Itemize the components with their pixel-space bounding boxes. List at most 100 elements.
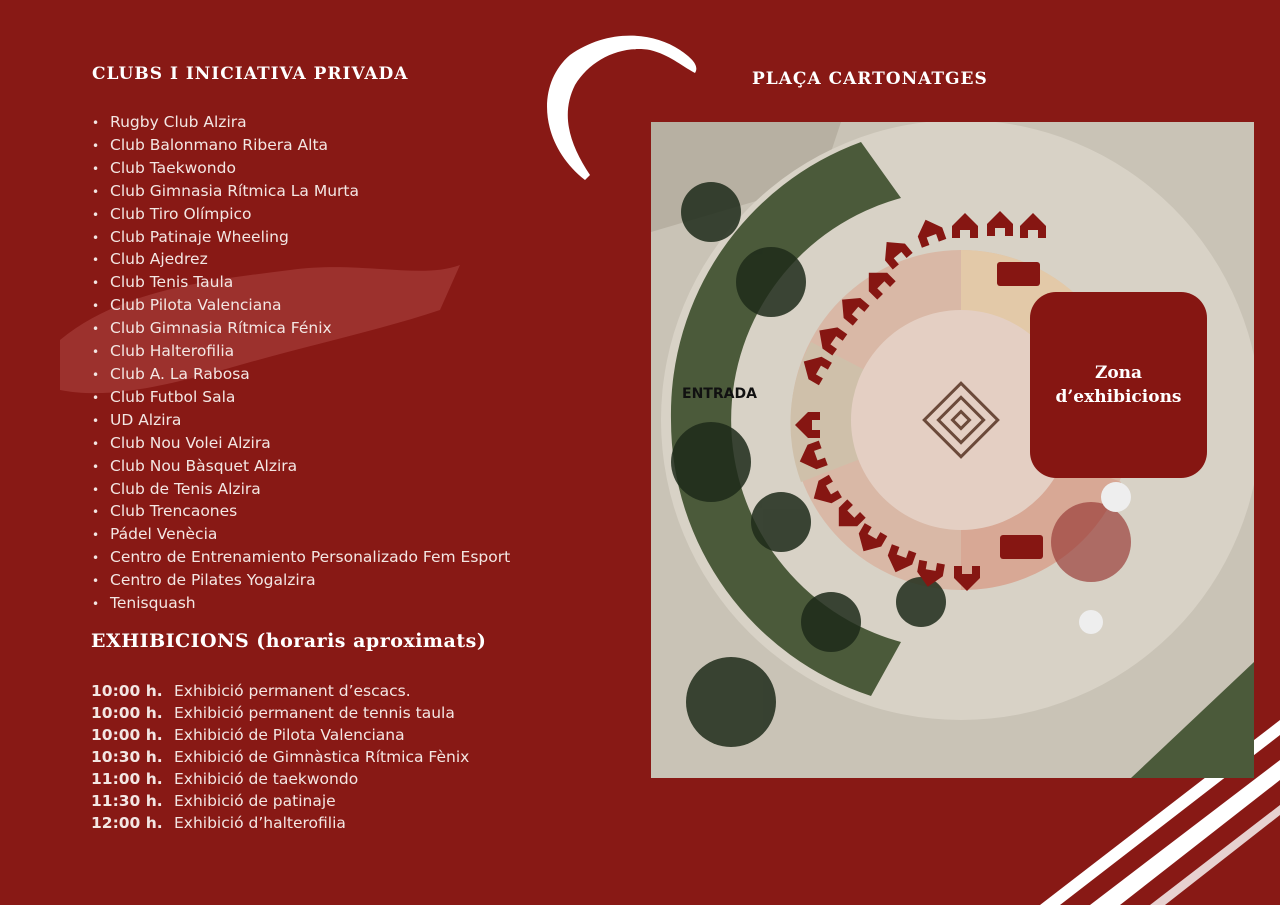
bullet-icon: • [92, 322, 100, 337]
bullet-icon: • [92, 505, 100, 520]
bullet-icon: • [92, 276, 100, 291]
map-title: PLAÇA CARTONATGES [752, 69, 988, 89]
club-name: Club Balonmano Ribera Alta [110, 135, 329, 154]
schedule-time: 10:30 h. [91, 748, 163, 766]
club-item: • Rugby Club Alzira [92, 112, 510, 135]
clubs-list: • Rugby Club Alzira • Club Balonmano Ribera… [92, 112, 510, 616]
club-name: Club Halterofilia [110, 342, 235, 361]
schedule-activity: Exhibició de taekwondo [174, 770, 359, 788]
club-name: Centro de Entrenamiento Personalizado Fe… [110, 548, 511, 567]
schedule-row: 10:00 h. Exhibició permanent d’escacs. [91, 680, 469, 702]
schedule-activity: Exhibició de Pilota Valenciana [174, 726, 405, 744]
club-item: • Centro de Pilates Yogalzira [92, 570, 510, 593]
schedule-activity: Exhibició de patinaje [174, 792, 336, 810]
schedule-row: 11:30 h. Exhibició de patinaje [91, 790, 469, 812]
club-name: Club Nou Volei Alzira [110, 433, 271, 452]
club-item: • Club Halterofilia [92, 341, 510, 364]
club-item: • Club Patinaje Wheeling [92, 227, 510, 250]
bullet-icon: • [92, 345, 100, 360]
schedule-time: 11:30 h. [91, 792, 163, 810]
club-item: • Club Gimnasia Rítmica La Murta [92, 181, 510, 204]
club-item: • Pádel Venècia [92, 524, 510, 547]
schedule-activity: Exhibició d’halterofilia [174, 814, 346, 832]
club-name: Club de Tenis Alzira [110, 479, 261, 498]
bullet-icon: • [92, 551, 100, 566]
brush-smear-decoration [60, 265, 460, 394]
bullet-icon: • [92, 597, 100, 612]
club-name: Club Gimnasia Rítmica Fénix [110, 319, 332, 338]
clubs-heading: CLUBS I INICIATIVA PRIVADA [92, 64, 409, 84]
stand-marker [997, 262, 1040, 286]
club-item: • Club Gimnasia Rítmica Fénix [92, 318, 510, 341]
club-item: •Club de Tenis Alzira [92, 479, 510, 502]
schedule-activity: Exhibició de Gimnàstica Rítmica Fènix [174, 748, 470, 766]
schedule-activity: Exhibició permanent de tennis taula [174, 704, 455, 722]
schedule-activity: Exhibició permanent d’escacs. [174, 682, 411, 700]
bullet-icon: • [92, 184, 100, 199]
club-item: • Club Pilota Valenciana [92, 295, 510, 318]
schedule-time: 10:00 h. [91, 704, 163, 722]
club-name: Club Ajedrez [110, 250, 208, 269]
club-name: Club Pilota Valenciana [110, 296, 282, 315]
club-item: • Club Nou Bàsquet Alzira [92, 456, 510, 479]
club-item: • Club Futbol Sala [92, 387, 510, 410]
club-name: Tenisquash [110, 594, 196, 613]
club-item: • Club Trencaones [92, 501, 510, 524]
club-item: • Club A. La Rabosa [92, 364, 510, 387]
club-name: Rugby Club Alzira [110, 113, 247, 131]
club-item: • Club Tenis Taula [92, 272, 510, 295]
club-name: UD Alzira [110, 410, 182, 429]
club-item: • Club Tiro Olímpico [92, 204, 510, 227]
club-item: • Tenisquash [92, 593, 510, 616]
club-name: Club A. La Rabosa [110, 364, 250, 383]
schedule-row: 11:00 h. Exhibició de taekwondo [91, 768, 469, 790]
club-name: Club Tiro Olímpico [110, 204, 252, 223]
bullet-icon: • [92, 436, 100, 451]
exhibitions-schedule: 10:00 h.Exhibició permanent d’escacs.10:… [91, 680, 469, 834]
schedule-row: 10:30 h. Exhibició de Gimnàstica Rítmica … [91, 746, 469, 768]
bullet-icon: • [92, 299, 100, 314]
schedule-time: 10:00 h. [91, 682, 163, 700]
bullet-icon: • [92, 528, 100, 543]
bullet-icon: • [92, 116, 100, 130]
club-name: Club Patinaje Wheeling [110, 227, 289, 246]
club-name: Pádel Venècia [110, 525, 218, 544]
club-name: Club Futbol Sala [110, 387, 236, 406]
stand-marker [1000, 535, 1043, 559]
club-name: Club Nou Bàsquet Alzira [110, 456, 298, 475]
schedule-time: 10:00 h. [91, 726, 163, 744]
club-name: Club Trencaones [110, 502, 238, 521]
bullet-icon: • [92, 413, 100, 428]
bullet-icon: • [92, 207, 100, 222]
zone-label-line1: Zona [1094, 363, 1143, 383]
schedule-row: 10:00 h. Exhibició permanent de tennis ta… [91, 702, 469, 724]
bullet-icon: • [92, 459, 100, 474]
bullet-icon: • [92, 161, 100, 176]
bullet-icon: • [92, 230, 100, 245]
club-name: Club Gimnasia Rítmica La Murta [110, 181, 359, 200]
bullet-icon: • [92, 574, 100, 589]
schedule-row: 12:00 h. Exhibició d’halterofilia [91, 812, 469, 834]
club-item: • UD Alzira [92, 410, 510, 433]
club-name: Club Tenis Taula [110, 273, 234, 292]
schedule-time: 11:00 h. [91, 770, 163, 788]
entrance-label: ENTRADA [682, 386, 757, 402]
club-item: • Club Taekwondo [92, 158, 510, 181]
bullet-icon: • [92, 138, 100, 153]
club-name: Club Taekwondo [110, 158, 236, 177]
aerial-map [651, 122, 1254, 778]
zone-label-line2: d’exhibicions [1055, 387, 1182, 407]
club-item: • Centro de Entrenamiento Personalizado F… [92, 547, 510, 570]
club-item: • Club Nou Volei Alzira [92, 433, 510, 456]
schedule-row: 10:00 h. Exhibició de Pilota Valenciana [91, 724, 469, 746]
club-item: • Club Balonmano Ribera Alta [92, 135, 510, 158]
bullet-icon: • [92, 390, 100, 405]
exhibition-zone: Zona d’exhibicions [1030, 292, 1207, 478]
brush-stroke-decoration [547, 35, 697, 180]
schedule-time: 12:00 h. [91, 814, 163, 832]
club-name: Centro de Pilates Yogalzira [110, 571, 316, 590]
bullet-icon: • [92, 253, 100, 268]
exhibitions-heading: EXHIBICIONS (horaris aproximats) [91, 630, 487, 652]
bullet-icon: • [92, 367, 100, 382]
club-item: • Club Ajedrez [92, 249, 510, 272]
